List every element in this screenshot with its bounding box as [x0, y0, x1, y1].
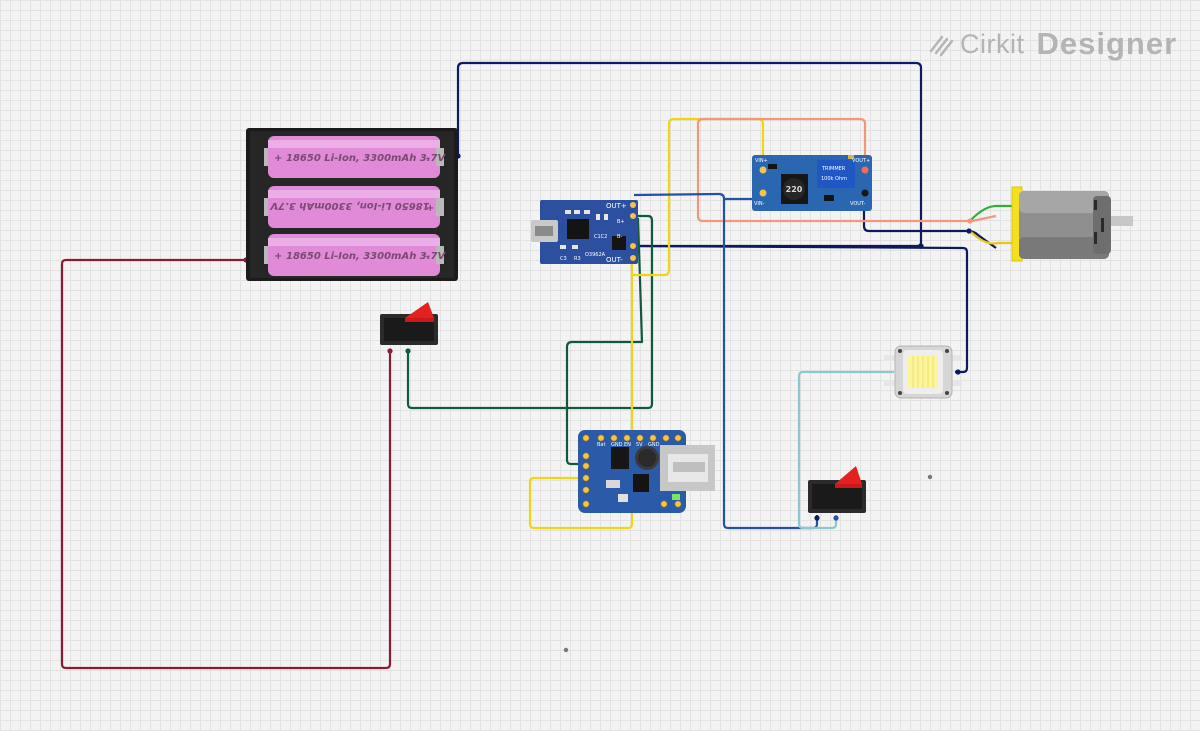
booster-vin-plus-label: VIN+	[755, 158, 768, 164]
battery-cell-label: 18650 Li-Ion, 3300mAh 3.7V	[286, 153, 447, 164]
usb-port-icon	[660, 445, 715, 491]
pb-label-0: Bat	[597, 442, 605, 448]
battery-cell-3: + -18650 Li-Ion, 3300mAh 3.7V	[264, 234, 447, 276]
wire-yellow-top[interactable]	[630, 117, 765, 277]
battery-cell-plus: +	[274, 251, 282, 262]
wire-navy-top[interactable]	[456, 61, 923, 248]
wire-cyan[interactable]	[797, 370, 894, 530]
wire-navy-motor[interactable]	[862, 192, 997, 249]
battery-cell-label: 18650 Li-Ion, 3300mAh 3.7V	[286, 251, 447, 262]
wire-green-switch[interactable]	[406, 214, 654, 410]
pb-label-4: GND	[648, 442, 660, 448]
pot-brand-label: TRIMMER	[821, 166, 846, 172]
charger-c3-label: C3	[560, 256, 567, 262]
led-chip-icon[interactable]	[884, 345, 962, 399]
rocker-switch-2[interactable]	[808, 466, 866, 513]
canvas-dot	[927, 474, 933, 480]
powerboost-module[interactable]: Bat GND EN 5V GND	[578, 430, 715, 513]
pb-label-2: EN	[624, 442, 631, 448]
charger-r3-label: R3	[574, 256, 581, 262]
canvas-dot	[563, 647, 569, 653]
battery-holder-icon[interactable]: +-18650 Li-Ion, 3300mAh 3.7V-+18650 Li-I…	[246, 128, 458, 281]
wire-yellow-boost[interactable]	[528, 262, 634, 530]
battery-cell-2: - +18650 Li-Ion, 3300mAh 3.7V	[264, 186, 444, 228]
battery-cell-label: 18650 Li-Ion, 3300mAh 3.7V	[269, 200, 430, 211]
charger-cap-label: C1C2	[594, 234, 607, 240]
boost-converter-module[interactable]: 220 TRIMMER 100k Ohm VIN+ VIN- VOUT+ VOU…	[752, 155, 872, 211]
wire-motor-yellow	[969, 230, 1014, 245]
booster-vout-minus-label: VOUT-	[850, 201, 866, 207]
wire-salmon[interactable]	[696, 117, 997, 223]
rocker-switch-icon	[405, 302, 434, 318]
rocker-switch-1[interactable]	[380, 302, 438, 345]
battery-cell-minus: -	[426, 251, 430, 262]
cirkit-designer-logo: Cirkit Designer	[928, 26, 1177, 62]
wire-navy-led[interactable]	[635, 244, 969, 374]
wires	[60, 61, 1014, 670]
logo-word-designer: Designer	[1036, 26, 1178, 61]
pb-label-3: 5V	[636, 442, 643, 448]
inductor-label: 220	[786, 185, 803, 194]
battery-cell-minus: -	[426, 153, 430, 164]
charger-chip-label: O3962A	[585, 252, 606, 258]
battery-cell-minus: +	[426, 203, 434, 214]
pb-label-1: GND	[611, 442, 623, 448]
wire-red[interactable]	[60, 258, 392, 670]
charger-module[interactable]: OUT+ OUT- B+ B- O3962A C1C2 C3 R3	[531, 200, 638, 264]
booster-vin-minus-label: VIN-	[754, 201, 765, 207]
wire-green-boost[interactable]	[565, 217, 644, 466]
charger-b-minus-label: B-	[617, 234, 622, 240]
pot-value-label: 100k Ohm	[821, 176, 847, 182]
battery-cell-plus: +	[274, 153, 282, 164]
battery-cell-plus: -	[274, 203, 278, 214]
charger-b-plus-label: B+	[617, 219, 625, 225]
battery-cell-1: + -18650 Li-Ion, 3300mAh 3.7V	[264, 136, 447, 178]
dc-motor-icon[interactable]	[1011, 186, 1133, 262]
charger-out-plus-label: OUT+	[606, 202, 627, 210]
booster-vout-plus-label: VOUT+	[852, 158, 870, 164]
charger-out-minus-label: OUT-	[606, 256, 623, 264]
cirkit-logo-icon	[929, 35, 954, 57]
wire-motor-green	[969, 204, 1014, 222]
logo-word-cirkit: Cirkit	[960, 28, 1025, 59]
